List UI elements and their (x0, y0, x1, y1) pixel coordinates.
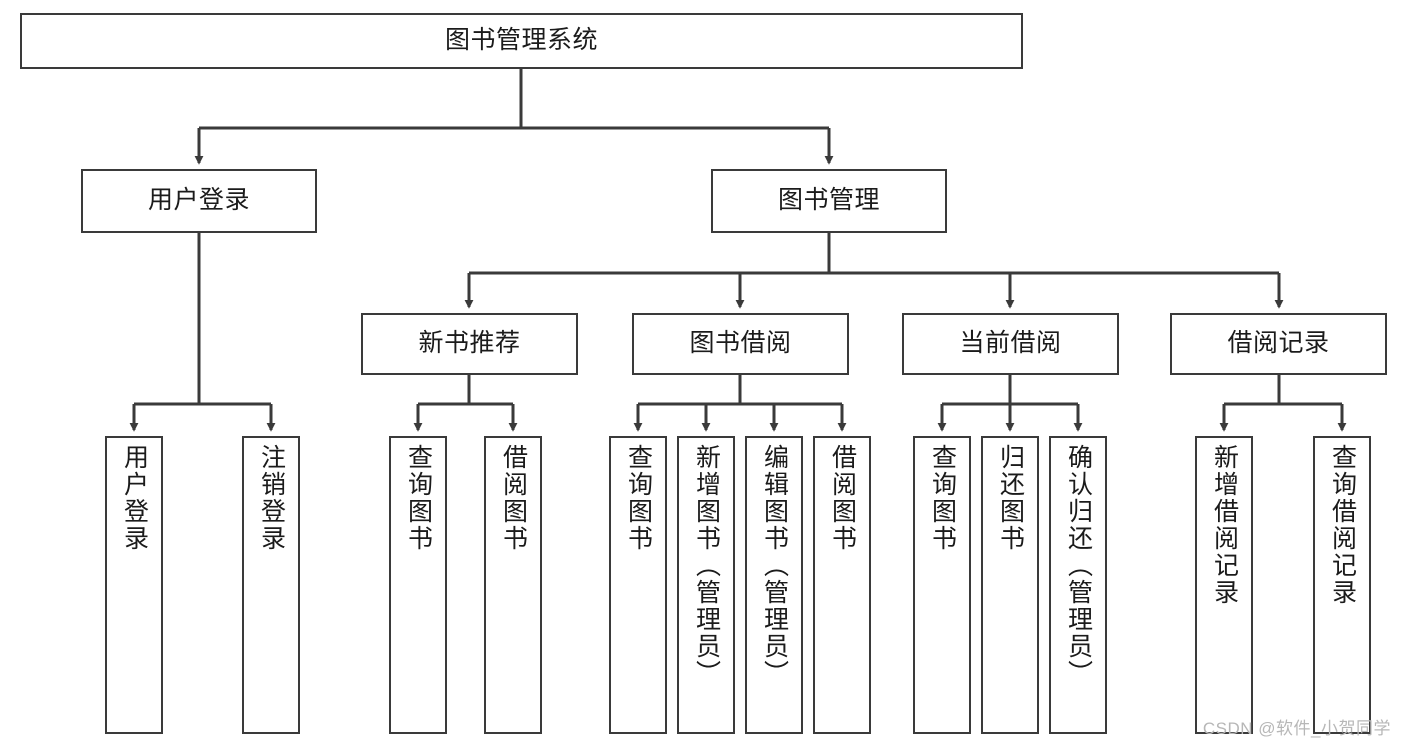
leaf-book-borrow-add[interactable]: 新增图书（管理员） (677, 436, 735, 734)
leaf-book-borrow-edit[interactable]: 编辑图书（管理员） (745, 436, 803, 734)
leaf-borrow-record-add[interactable]: 新增借阅记录 (1195, 436, 1253, 734)
leaf-current-borrow-return[interactable]: 归还图书 (981, 436, 1039, 734)
node-label: 查询借阅记录 (1328, 444, 1357, 606)
leaf-book-borrow-query[interactable]: 查询图书 (609, 436, 667, 734)
node-label: 查询图书 (928, 444, 957, 552)
node-new-book-recommend[interactable]: 新书推荐 (361, 313, 578, 375)
node-label: 借阅图书 (499, 444, 528, 552)
node-label: 归还图书 (996, 444, 1025, 552)
node-label: 当前借阅 (959, 329, 1062, 358)
csdn-watermark: CSDN @软件_小贺同学 (1202, 719, 1391, 738)
node-label: 用户登录 (120, 444, 149, 552)
node-label: 编辑图书（管理员） (760, 444, 789, 687)
node-current-borrow[interactable]: 当前借阅 (902, 313, 1119, 375)
node-borrow-record[interactable]: 借阅记录 (1170, 313, 1387, 375)
node-label: 图书管理系统 (444, 26, 598, 55)
leaf-current-borrow-query[interactable]: 查询图书 (913, 436, 971, 734)
leaf-current-borrow-confirm-return[interactable]: 确认归还（管理员） (1049, 436, 1107, 734)
node-label: 借阅记录 (1227, 329, 1330, 358)
node-label: 用户登录 (147, 186, 250, 215)
leaf-user-login-login[interactable]: 用户登录 (105, 436, 163, 734)
node-label: 图书借阅 (689, 329, 792, 358)
leaf-new-book-query[interactable]: 查询图书 (389, 436, 447, 734)
node-label: 查询图书 (404, 444, 433, 552)
node-book-management[interactable]: 图书管理 (711, 169, 947, 233)
node-label: 注销登录 (257, 444, 286, 552)
node-label: 借阅图书 (828, 444, 857, 552)
node-label: 查询图书 (624, 444, 653, 552)
node-label: 图书管理 (777, 186, 880, 215)
leaf-new-book-borrow[interactable]: 借阅图书 (484, 436, 542, 734)
node-label: 新增图书（管理员） (692, 444, 721, 687)
leaf-book-borrow-borrow[interactable]: 借阅图书 (813, 436, 871, 734)
node-label: 新书推荐 (418, 329, 521, 358)
leaf-borrow-record-query[interactable]: 查询借阅记录 (1313, 436, 1371, 734)
node-label: 新增借阅记录 (1210, 444, 1239, 606)
node-root-system[interactable]: 图书管理系统 (20, 13, 1023, 69)
node-label: 确认归还（管理员） (1064, 444, 1093, 687)
node-user-login[interactable]: 用户登录 (81, 169, 317, 233)
node-book-borrow[interactable]: 图书借阅 (632, 313, 849, 375)
leaf-user-login-logout[interactable]: 注销登录 (242, 436, 300, 734)
